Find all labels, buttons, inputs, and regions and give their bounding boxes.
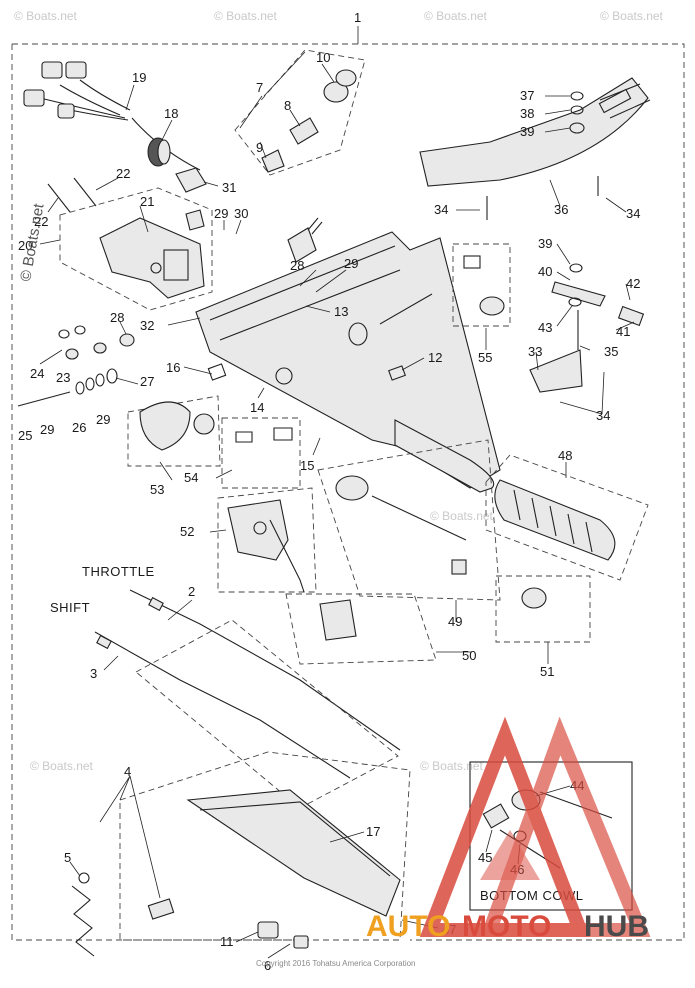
callout-29: 29 [344,256,358,271]
copyright-text: Copyright 2016 Tohatsu America Corporati… [256,959,416,968]
fastener-stack [17,325,135,407]
callout-34: 34 [626,206,640,221]
callout-12: 12 [428,350,442,365]
callout-29: 29 [96,412,110,427]
callout-7: 7 [256,80,263,95]
callout-28: 28 [290,258,304,273]
callout-38: 38 [520,106,534,121]
watermark-boats: © Boats.net [420,759,484,773]
callout-40: 40 [538,264,552,279]
tiller-arm [195,231,501,493]
callout-34: 34 [596,408,610,423]
callout-34: 34 [434,202,448,217]
callout-14: 14 [250,400,264,415]
callout-39: 39 [538,236,552,251]
callout-18: 18 [164,106,178,121]
callout-22: 22 [34,214,48,229]
grommet [147,137,171,167]
callout-43: 43 [538,320,552,335]
callout-49: 49 [448,614,462,629]
callout-4: 4 [124,764,131,779]
callout-29: 29 [40,422,54,437]
callout-5: 5 [64,850,71,865]
callout-25: 25 [18,428,32,443]
callout-2: 2 [188,584,195,599]
brand-triangle-icon [480,830,540,880]
brand-wordmark: AUTO MOTO HUB [366,910,649,943]
callout-8: 8 [284,98,291,113]
throttle-label: THROTTLE [82,564,155,579]
watermark-boats: © Boats.net [600,9,664,23]
shift-label: SHIFT [50,600,90,615]
linkage-assembly [285,439,591,665]
callout-35: 35 [604,344,618,359]
callout-51: 51 [540,664,554,679]
lower-bracket [71,751,411,957]
callout-13: 13 [334,304,348,319]
wire-harness [23,61,201,171]
watermark-boats: © Boats.net [30,759,94,773]
callout-50: 50 [462,648,476,663]
kill-switch [234,49,366,263]
callout-42: 42 [626,276,640,291]
callout-33: 33 [528,344,542,359]
bracket-assembly [486,91,645,393]
callout-48: 48 [558,448,572,463]
callout-24: 24 [30,366,44,381]
callout-54: 54 [184,470,198,485]
callout-27: 27 [140,374,154,389]
watermark-boats: © Boats.net [430,509,494,523]
brand-auto: AUTO [366,910,450,943]
callout-23: 23 [56,370,70,385]
shift-lever [217,487,317,593]
brand-hub: HUB [584,910,649,943]
callout-29: 29 [214,206,228,221]
callout-21: 21 [140,194,154,209]
callout-1: 1 [354,10,361,25]
callout-6: 6 [264,958,271,973]
bracket-block [59,187,213,311]
watermark-boats: © Boats.net [14,9,78,23]
callout-53: 53 [150,482,164,497]
studs [47,177,97,213]
watermark-layer: © Boats.net © Boats.net © Boats.net © Bo… [14,9,664,773]
handle-bar [419,77,651,187]
control-cables [94,589,401,809]
callout-10: 10 [316,50,330,65]
brand-moto: MOTO [462,910,551,943]
assembly-1-boundary [11,43,685,941]
callout-26: 26 [72,420,86,435]
callout-20: 20 [18,238,32,253]
callout-30: 30 [234,206,248,221]
throttle-cam [127,395,301,489]
callout-17: 17 [366,824,380,839]
throttle-grip [485,454,649,581]
callout-22: 22 [116,166,130,181]
callout-55: 55 [478,350,492,365]
callout-3: 3 [90,666,97,681]
sensor-unit [452,243,511,327]
callout-37: 37 [520,88,534,103]
callout-28: 28 [110,310,124,325]
callout-45: 45 [478,850,492,865]
callout-41: 41 [616,324,630,339]
callout-52: 52 [180,524,194,539]
watermark-boats: © Boats.net [424,9,488,23]
callout-39: 39 [520,124,534,139]
callout-19: 19 [132,70,146,85]
callout-36: 36 [554,202,568,217]
callout-32: 32 [140,318,154,333]
callout-15: 15 [300,458,314,473]
callout-31: 31 [222,180,236,195]
brand-triangle-icon [480,716,651,937]
callout-9: 9 [256,140,263,155]
brand-logo [419,716,651,937]
watermark-boats: © Boats.net [214,9,278,23]
callout-11: 11 [220,934,234,949]
long-bolt [379,293,433,325]
switch-clip [175,167,207,231]
callout-16: 16 [166,360,180,375]
